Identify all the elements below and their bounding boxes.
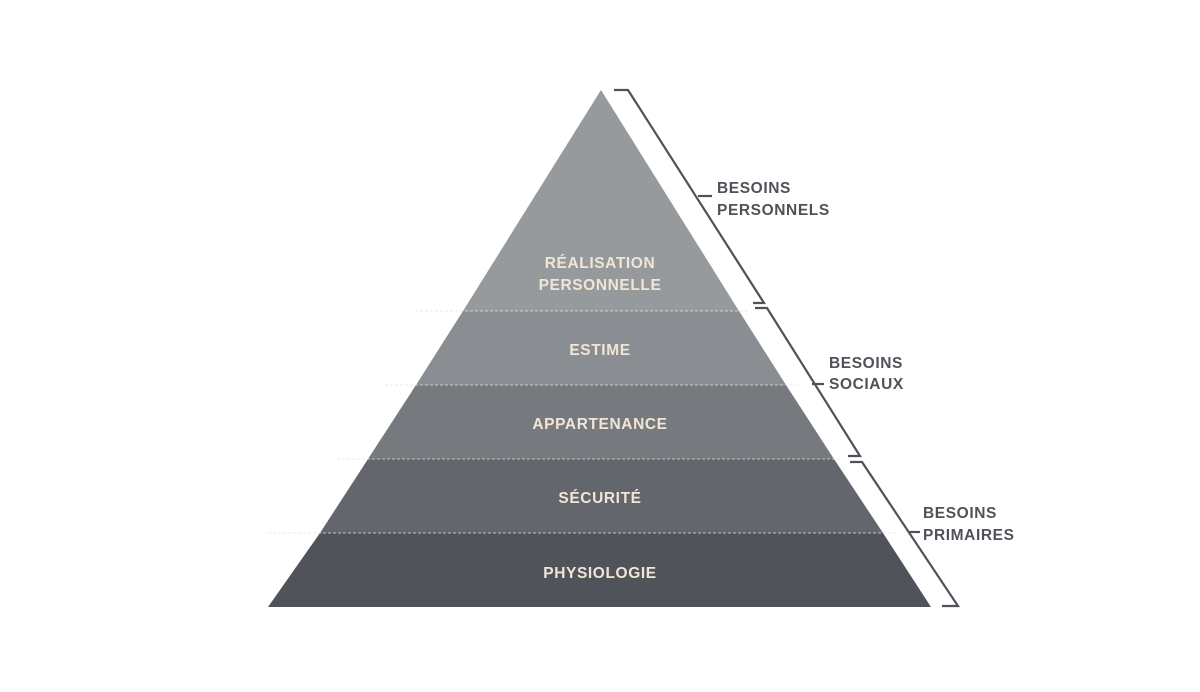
layer-physiologie [268,533,931,607]
group-label-primaires: PRIMAIRES [923,527,1015,544]
layer-label-realisation: PERSONNELLE [539,277,662,294]
bracket-primaires [850,460,961,608]
layer-appartenance [368,385,834,459]
layer-securite [320,459,883,533]
layer-label-physiologie: PHYSIOLOGIE [543,565,656,582]
layer-label-estime: ESTIME [569,342,630,359]
group-label-personnels: PERSONNELS [717,202,830,219]
group-label-primaires: BESOINS [923,505,997,522]
bracket-sociaux [755,306,862,458]
group-label-sociaux: SOCIAUX [829,376,904,393]
bracket-personnels [614,88,767,305]
layer-realisation [463,90,739,311]
group-label-sociaux: BESOINS [829,355,903,372]
layer-label-securite: SÉCURITÉ [558,490,641,507]
group-label-personnels: BESOINS [717,180,791,197]
layer-label-appartenance: APPARTENANCE [532,416,667,433]
layer-label-realisation: RÉALISATION [545,255,656,272]
layer-estime [416,311,786,385]
